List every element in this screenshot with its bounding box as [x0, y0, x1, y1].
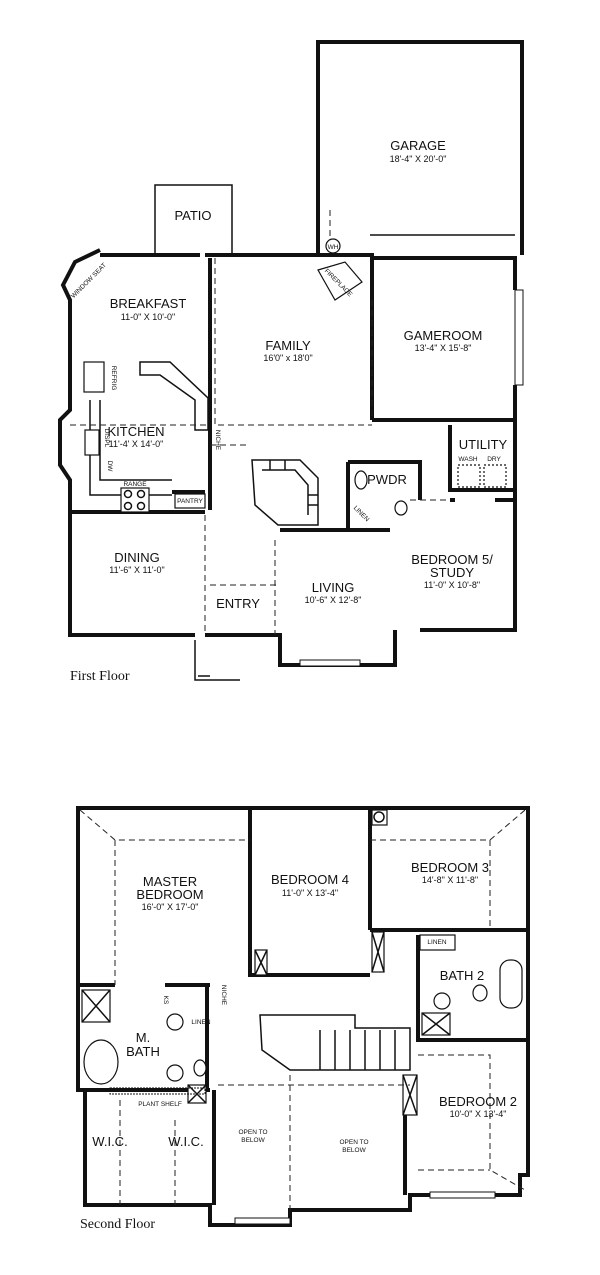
- master-bedroom-size: 16'-0" X 17'-0": [142, 902, 199, 912]
- family-size: 16'0" x 18'0": [263, 353, 312, 363]
- window-seat-label: WINDOW SEAT: [70, 262, 108, 300]
- fireplace: [317, 261, 363, 301]
- second-floor-caption: Second Floor: [80, 1217, 155, 1232]
- window: [299, 659, 361, 667]
- bedroom2-label: BEDROOM 2: [439, 1094, 517, 1109]
- sink: [166, 1064, 184, 1082]
- open-to-below-1b: BELOW: [241, 1137, 265, 1144]
- water-heater: [325, 238, 341, 254]
- first-floor-exterior-walls: [58, 248, 517, 667]
- second-floor-plan: MASTER BEDROOM 16'-0" X 17'-0" BEDROOM 4…: [76, 806, 530, 1232]
- niche-label: NICHE: [220, 985, 227, 1006]
- staircase: [259, 1014, 411, 1071]
- niche-label: NICHE: [214, 430, 221, 451]
- bedroom3-size: 14'-8" X 11'-8": [422, 875, 478, 885]
- mbath-label: M.: [136, 1030, 150, 1045]
- patio-outline: [154, 184, 233, 255]
- dining-label: DINING: [114, 550, 160, 565]
- plant-shelf: [109, 1087, 206, 1095]
- entry-label: ENTRY: [216, 596, 260, 611]
- gameroom-size: 13'-4" X 15'-8": [415, 343, 472, 353]
- bedroom5-label-2: STUDY: [430, 565, 474, 580]
- room-boundaries: [70, 258, 450, 635]
- linen-closet: [419, 934, 456, 951]
- kitchen-size: 11'-4' X 14'-0": [109, 439, 164, 449]
- bath2-toilet: [472, 984, 488, 1002]
- powder-toilet: [394, 500, 408, 516]
- bath2-label: BATH 2: [440, 968, 485, 983]
- mbath-linen-label: LINEN: [191, 1019, 210, 1026]
- living-size: 10'-6" X 12'-8": [305, 595, 362, 605]
- garage-size: 18'-4" X 20'-0": [390, 154, 447, 164]
- open-to-below-1: OPEN TO: [238, 1129, 267, 1136]
- washer: [457, 464, 481, 488]
- sink: [166, 1013, 184, 1031]
- linen-label: LINEN: [352, 505, 371, 524]
- bedroom5-label: BEDROOM 5/: [411, 552, 493, 567]
- gameroom-label: GAMEROOM: [404, 328, 483, 343]
- bedroom3-label: BEDROOM 3: [411, 860, 489, 875]
- bedroom4-label: BEDROOM 4: [271, 872, 349, 887]
- linen-label: LINEN: [427, 939, 446, 946]
- family-label: FAMILY: [265, 338, 311, 353]
- burner: [136, 489, 146, 499]
- garage-walls: [316, 40, 524, 255]
- wh-label: WH: [328, 244, 339, 251]
- bedroom2-size: 10'-0" X 13'-4": [450, 1109, 507, 1119]
- burner: [123, 501, 133, 511]
- kitchen-label: KITCHEN: [107, 424, 164, 439]
- stair-treads: [319, 1030, 396, 1070]
- powder-label: PWDR: [367, 472, 407, 487]
- window: [514, 289, 524, 386]
- burner: [136, 501, 146, 511]
- ks-label: KS: [162, 996, 169, 1005]
- displ-label: DISPL: [103, 429, 110, 448]
- ceiling-lines: [79, 809, 526, 1210]
- sink: [84, 429, 100, 456]
- wic-label-1: W.I.C.: [92, 1134, 127, 1149]
- mbath-label-2: BATH: [126, 1044, 160, 1059]
- wic-label-2: W.I.C.: [168, 1134, 203, 1149]
- bedroom5-size: 11'-0" X 10'-8": [424, 580, 480, 590]
- wash-label: WASH: [458, 456, 478, 463]
- refrig-label: REFRIG: [110, 366, 117, 391]
- breakfast-size: 11-0" X 10'-0": [121, 312, 175, 322]
- living-label: LIVING: [312, 580, 355, 595]
- utility-label: UTILITY: [459, 437, 508, 452]
- stair-treads: [269, 460, 318, 506]
- dining-size: 11'-6" X 11'-0": [109, 565, 165, 575]
- staircase: [251, 459, 319, 526]
- breakfast-label: BREAKFAST: [110, 296, 187, 311]
- closet-marks: [81, 931, 451, 1116]
- open-to-below-2: OPEN TO: [339, 1139, 368, 1146]
- powder-sink: [354, 470, 368, 490]
- pantry-label: PANTRY: [177, 498, 203, 505]
- bath2-sink: [433, 992, 451, 1010]
- burner: [123, 489, 133, 499]
- first-floor-plan: GARAGE 18'-4" X 20'-0" PATIO BREAKFAST 1…: [58, 40, 524, 684]
- patio-label: PATIO: [174, 208, 211, 223]
- range-label: RANGE: [123, 481, 147, 488]
- toilet: [193, 1059, 207, 1077]
- dw-label: DW: [106, 461, 113, 473]
- first-floor-caption: First Floor: [70, 669, 130, 684]
- pantry-box: [174, 493, 206, 509]
- refrigerator: [83, 361, 105, 393]
- garage-label: GARAGE: [390, 138, 446, 153]
- window: [234, 1217, 291, 1225]
- dry-label: DRY: [487, 456, 501, 463]
- bathtub: [83, 1039, 119, 1085]
- bedroom4-size: 11'-0" X 13'-4": [282, 888, 338, 898]
- bath-vent-circle: [373, 811, 385, 823]
- window: [429, 1191, 496, 1199]
- entry-stoop: [194, 640, 240, 681]
- dryer: [483, 464, 507, 488]
- bath2-tub: [499, 959, 523, 1009]
- master-bedroom-label-2: BEDROOM: [136, 887, 203, 902]
- plant-shelf-label: PLANT SHELF: [138, 1101, 182, 1108]
- open-to-below-2b: BELOW: [342, 1147, 366, 1154]
- interior-walls: [80, 808, 528, 1205]
- master-bedroom-label: MASTER: [143, 874, 197, 889]
- kitchen-island: [139, 361, 209, 431]
